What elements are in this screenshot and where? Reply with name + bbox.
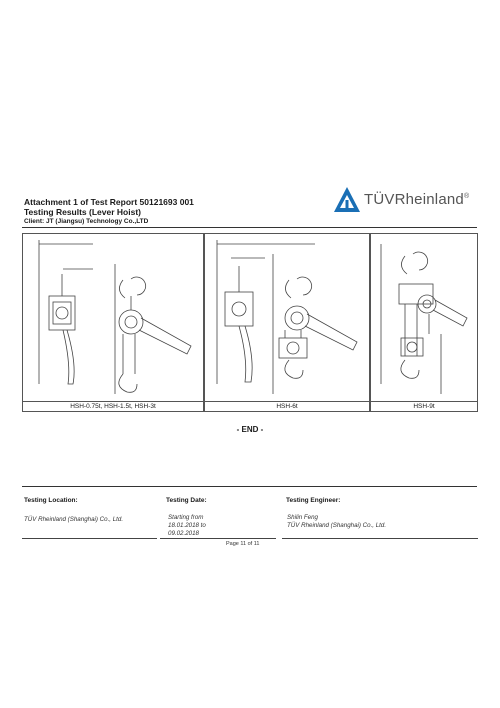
testing-engineer-label: Testing Engineer: bbox=[286, 497, 341, 504]
location-underline bbox=[22, 538, 157, 539]
testing-location-label: Testing Location: bbox=[24, 497, 78, 504]
date-underline bbox=[160, 538, 276, 539]
report-subtitle: Testing Results (Lever Hoist) bbox=[24, 207, 141, 217]
engineer-underline bbox=[282, 538, 478, 539]
testing-engineer-value: Shilin Feng TÜV Rheinland (Shanghai) Co.… bbox=[287, 514, 387, 529]
testing-location-value: TÜV Rheinland (Shanghai) Co., Ltd. bbox=[24, 516, 124, 523]
tuv-triangle-icon bbox=[333, 186, 361, 214]
hoist-drawing-small bbox=[38, 240, 192, 394]
hoist-drawing-9t bbox=[380, 244, 468, 394]
hoist-drawing-6t bbox=[216, 240, 358, 394]
figure-panel: HSH-9t bbox=[370, 233, 478, 412]
figure-panel: HSH-6t bbox=[204, 233, 370, 412]
figure-caption: HSH-9t bbox=[371, 401, 477, 411]
end-marker: - END - bbox=[236, 425, 264, 434]
client-line: Client: JT (Jiangsu) Technology Co.,LTD bbox=[24, 218, 149, 225]
page-number: Page 11 of 11 bbox=[226, 541, 260, 547]
testing-date-value: Starting from 18.01.2018 to 09.02.2018 bbox=[168, 514, 206, 537]
company-logo: TÜVRheinland® bbox=[364, 191, 470, 208]
report-title: Attachment 1 of Test Report 50121693 001 bbox=[24, 197, 194, 207]
testing-date-label: Testing Date: bbox=[166, 497, 207, 504]
figure-panel: HSH-0.75t, HSH-1.5t, HSH-3t bbox=[22, 233, 204, 412]
figure-caption: HSH-6t bbox=[205, 401, 369, 411]
figure-caption: HSH-0.75t, HSH-1.5t, HSH-3t bbox=[23, 401, 203, 411]
footer-divider bbox=[22, 486, 477, 487]
header-divider bbox=[22, 227, 477, 228]
